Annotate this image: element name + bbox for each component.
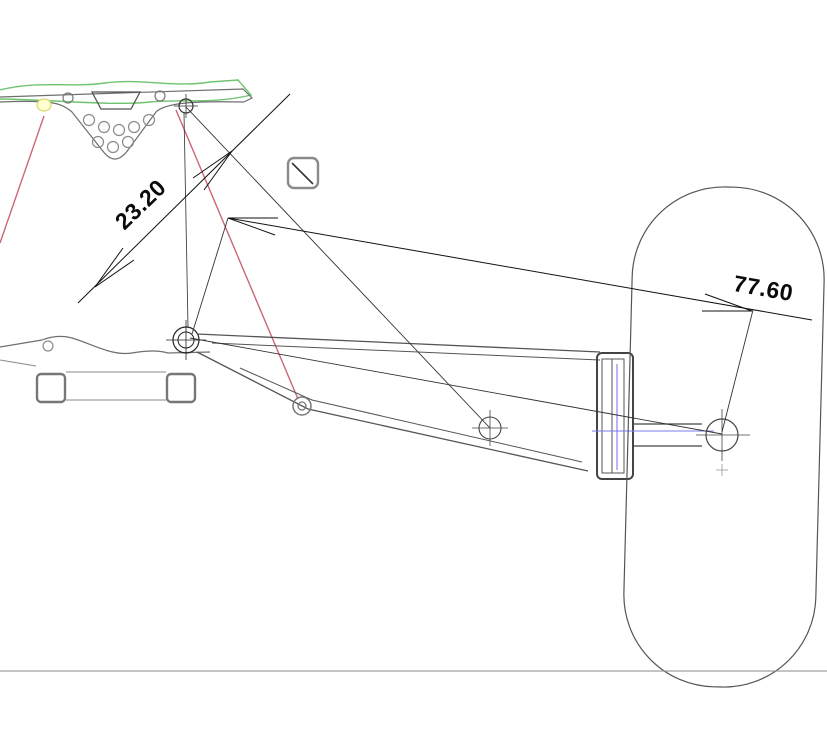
tire-outline <box>623 186 825 688</box>
wheel-tire[interactable] <box>621 185 826 690</box>
bracket-hole <box>127 120 141 134</box>
highlight-ellipse <box>36 98 52 112</box>
dim-arrowhead <box>192 150 233 191</box>
link-centerline <box>183 112 189 328</box>
bracket-hole <box>121 135 135 149</box>
swingarm[interactable] <box>196 333 702 480</box>
bracket-hole <box>91 135 105 149</box>
bracket-crosshair-hole[interactable] <box>174 94 198 118</box>
mount-pad-left <box>35 372 67 404</box>
arm-bottom-edge <box>196 351 589 472</box>
dim-label-77-60[interactable]: 77.60 <box>732 270 796 306</box>
arm-end-bracket <box>596 352 634 480</box>
diagonal-square-icon[interactable] <box>286 156 320 190</box>
bracket-hole <box>142 113 156 127</box>
bracket-hole <box>82 113 96 127</box>
dim-line <box>227 217 813 321</box>
extension-line-left <box>191 217 229 335</box>
bracket-green-contour <box>0 79 253 105</box>
construction-lines <box>185 106 754 435</box>
shock-line-right[interactable] <box>175 109 299 400</box>
bracket-hole <box>112 123 126 137</box>
bracket-hole <box>97 120 111 134</box>
dimension-77-60[interactable]: 77.60 <box>227 217 813 321</box>
dim-arrowhead <box>94 247 135 288</box>
dim-line <box>77 93 291 304</box>
mount-pad-right <box>165 372 197 404</box>
arm-top-edge <box>196 333 601 353</box>
shock-lines[interactable] <box>0 109 299 400</box>
arm-pivot-inner <box>297 401 307 411</box>
bracket-trapezoid-slot <box>90 91 142 110</box>
bracket-hole <box>106 140 120 154</box>
lower-bracket-line <box>0 359 37 367</box>
axle-point[interactable] <box>696 409 750 476</box>
bracket-hole-cluster <box>82 113 156 154</box>
bracket-bottom-contour <box>0 100 245 160</box>
arm-pivot-outer <box>292 396 312 416</box>
construction-line-pivot-to-axle <box>189 337 723 435</box>
lower-bracket-hole <box>42 340 54 352</box>
lower-mount-bracket[interactable] <box>0 335 211 404</box>
axle-centerlines <box>592 364 714 470</box>
dim-arrowhead <box>702 293 753 312</box>
extension-line-right <box>721 309 754 433</box>
icon-diagonal <box>291 162 314 185</box>
lower-bracket-contour <box>0 335 211 355</box>
arm-bottom-inner <box>239 367 583 463</box>
dim-arrowhead <box>227 217 278 236</box>
construction-line-hole-to-arm <box>185 106 491 429</box>
bracket-top-edge <box>0 88 254 103</box>
dim-label-23-20[interactable]: 23.20 <box>110 174 171 234</box>
bracket-hole <box>154 90 166 102</box>
arm-top-inner <box>211 342 601 361</box>
bracket-hole <box>62 92 74 104</box>
upper-mount-bracket[interactable] <box>0 79 254 160</box>
shock-line-left[interactable] <box>0 115 45 244</box>
